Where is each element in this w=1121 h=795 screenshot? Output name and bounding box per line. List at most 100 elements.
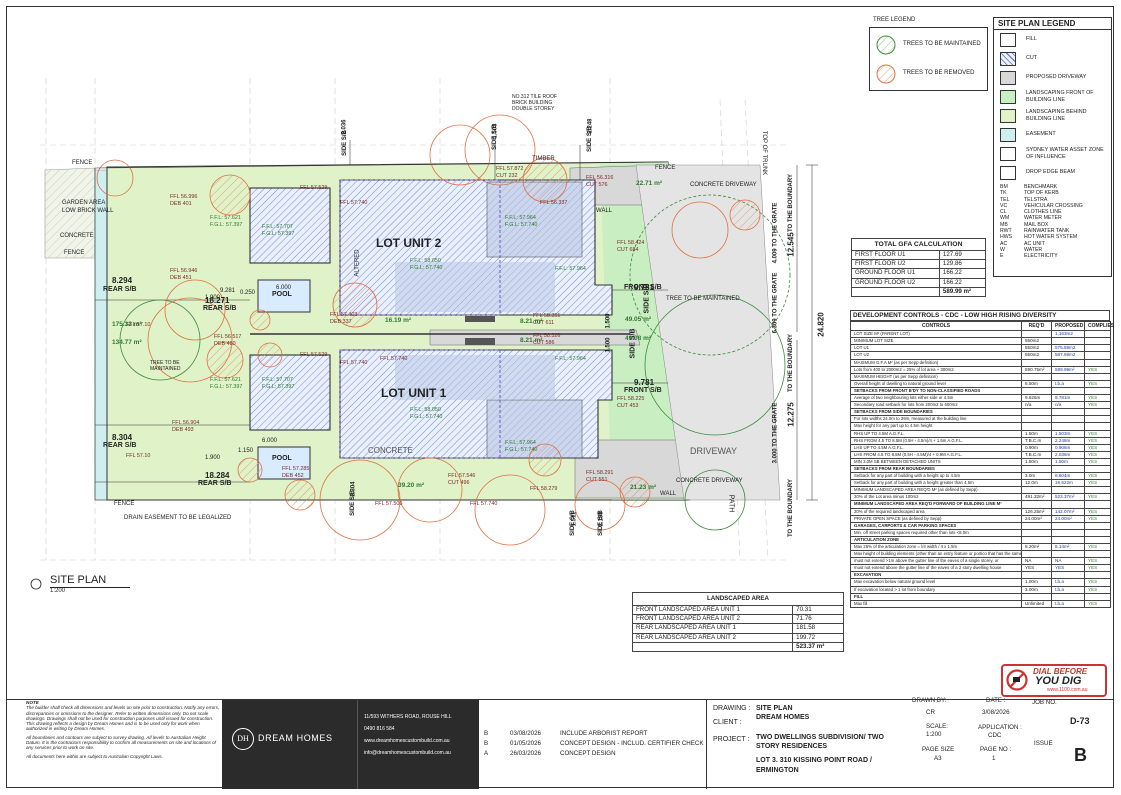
dev-cell: YES (1084, 564, 1111, 573)
dial-line2: YOU DIG (1035, 675, 1082, 687)
dev-cell (1084, 386, 1111, 396)
abbrev-meaning: MAIL BOX (1024, 221, 1049, 228)
dev-row: Max height for any part up to 4.5m heigh… (850, 422, 1111, 431)
level: FFL 58.424 (617, 240, 645, 246)
site-plan-scale: 1:200 (50, 588, 66, 594)
level: FFL 57.546 (448, 473, 476, 479)
dev-cell: YES (1084, 479, 1111, 488)
level: FFL 58.351 (533, 313, 561, 319)
dim: 8.294 (112, 276, 133, 285)
dev-cell (1084, 592, 1111, 601)
dev-row: Setback for any part of building with a … (850, 479, 1111, 488)
legend-item: PROPOSED DRIVEWAY (994, 68, 1111, 87)
plan-text: REAR S/B (103, 442, 137, 449)
dev-cell (1021, 571, 1052, 580)
pool-unit-1 (257, 446, 311, 480)
abbrev-meaning: HOT WATER SYSTEM (1024, 234, 1078, 241)
dev-cell: t.b.a (1051, 578, 1085, 587)
abbrev-meaning: ELECTRICITY (1024, 253, 1058, 260)
plan-text: FENCE (114, 501, 135, 507)
project-value: TWO DWELLINGS SUBDIVISION/ TWO STORY RES… (756, 734, 884, 750)
dev-cell: t.b.a (1051, 599, 1085, 608)
dev-cell: 20% of the Lot area minus 100m2 (850, 493, 1022, 502)
dim: 18.271 (205, 296, 230, 305)
dim: 6.000 (276, 285, 292, 291)
company-address: 11/593 WITHERS ROAD, ROUSE HILL (364, 714, 452, 720)
dev-cell: 575.59m2 (1051, 344, 1085, 353)
dev-controls-wrap: DEVELOPMENT CONTROLS - CDC - LOW HIGH RI… (850, 310, 1114, 608)
level: F.F.L: 58.050 (410, 258, 441, 264)
dev-row: FILL (850, 592, 1111, 601)
dev-cell: 8.20m² (1021, 543, 1052, 552)
dev-cell (1051, 500, 1085, 509)
gfa-row-value: 166.22 (938, 268, 987, 279)
dev-cell: must not extend above the gutter line of… (850, 564, 1022, 573)
dev-cell: 9.781m (1051, 394, 1085, 403)
dev-cell: 587.59m2 (1051, 351, 1085, 360)
dev-cell: YES (1084, 507, 1111, 516)
dev-cell (1084, 408, 1111, 417)
dev-row: LOT SIZE M² (PARENT LOT)1,163m2 (850, 330, 1111, 339)
neighbour-hatch (45, 168, 95, 258)
dim: 8.304 (112, 433, 133, 442)
landscaped-label: REAR LANDSCAPED AREA UNIT 1 (631, 623, 794, 634)
dial-line1: DIAL BEFORE (1033, 667, 1088, 676)
application-label: APPLICATION : (978, 724, 1022, 731)
plan-text: LOW BRICK WALL (62, 208, 114, 214)
level: FFL 56.337 (540, 200, 568, 206)
dev-cell (1084, 351, 1111, 360)
dev-row: Overall height of dwelling to natural gr… (850, 379, 1111, 388)
dial-url: www.1100.com.au (1047, 687, 1088, 693)
no-dig-icon (1006, 669, 1028, 691)
legend-item: FILL (994, 30, 1111, 49)
plan-text: WALL (660, 491, 677, 497)
plan-text: CONCRETE DRIVEWAY (676, 478, 743, 484)
abbrev-meaning: TELSTRA (1024, 196, 1048, 203)
tree-legend-maintained: TREES TO BE MAINTAINED (903, 41, 981, 47)
dev-cell (1021, 500, 1052, 509)
level: F.G.L: 57.397 (262, 384, 295, 390)
level: CUT 453 (617, 403, 639, 409)
dev-cell: LOT U2 (850, 351, 1022, 360)
legend-item: LANDSCAPING FRONT OF BUILDING LINE (994, 87, 1111, 106)
dev-row: SETBACKS FROM SIDE BOUNDARIES (850, 408, 1111, 417)
area: 134.77 m² (112, 339, 142, 346)
abbrev-code: BM (1000, 184, 1008, 190)
level: F.F.L: 57.621 (210, 377, 241, 383)
dev-cell (1051, 535, 1085, 545)
dev-cell (1051, 422, 1085, 431)
company-name: DREAM HOMES (258, 733, 333, 743)
dev-cell: YES (1084, 472, 1111, 481)
abbrev-code: E (1000, 253, 1004, 260)
dev-row: Max height of building elements (other t… (850, 550, 1111, 559)
dev-cell (1021, 528, 1052, 537)
legend-swatch (1000, 165, 1016, 180)
level: FFL 57.403 (330, 312, 358, 318)
area-labels: 22.71 m² 175.32 m² 134.77 m² 16.19 m² 8.… (112, 180, 662, 491)
level: DEB 337 (330, 319, 352, 325)
plan-text: TREE TO BE MAINTAINED (150, 360, 181, 372)
dev-cell: EXCAVATION (850, 571, 1022, 580)
level: FFL 57.872 (496, 166, 524, 172)
dev-row: SETBACKS FROM FRONT B'DY TO NON-CLASSIFI… (850, 386, 1111, 396)
job-label: JOB NO. (1032, 699, 1057, 706)
dev-cell: 1,163m2 (1051, 330, 1085, 339)
plan-text: CONCRETE DRIVEWAY (690, 182, 757, 188)
landscaped-label: FRONT LANDSCAPED AREA UNIT 1 (631, 604, 794, 616)
legend-item: DROP EDGE BEAM (994, 163, 1111, 182)
dev-cell (1084, 550, 1111, 559)
level: F.F.L: 57.621 (210, 215, 241, 221)
abbrev-code: W (1000, 246, 1005, 253)
dev-cell: 12.0m (1021, 479, 1052, 488)
dev-cell (1051, 528, 1085, 537)
legend-label: EASEMENT (1026, 131, 1056, 138)
level: F.F.L: 57.964 (505, 440, 536, 446)
dev-cell: YES (1084, 443, 1111, 452)
